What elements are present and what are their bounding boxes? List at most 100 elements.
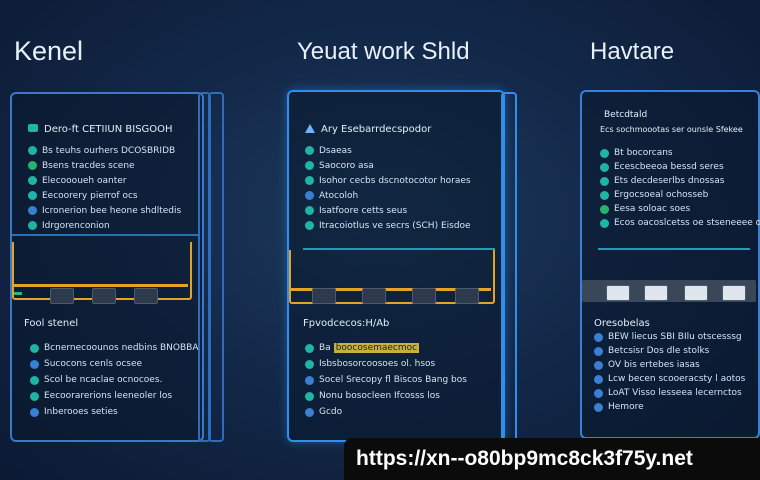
list-item-label: Eesa soloac soes — [614, 204, 691, 214]
slot — [455, 288, 479, 304]
list-item-label: Dsaeas — [319, 145, 352, 156]
bullet-icon — [305, 206, 314, 215]
list-item-label: Eecoorarerions leeneoler los — [44, 391, 173, 401]
bullet-icon — [305, 391, 314, 401]
workshop-section-title: Fpvodcecos:H/Ab — [303, 318, 390, 329]
bullet-icon — [305, 359, 314, 369]
bullet-icon — [305, 375, 314, 385]
hardware-panel — [580, 90, 760, 439]
slot — [312, 288, 336, 304]
slot — [92, 288, 116, 304]
list-item-label: Hemore — [608, 402, 644, 412]
divider — [12, 234, 198, 236]
bullet-icon — [600, 204, 609, 214]
bullet-icon — [594, 374, 603, 384]
bullet-icon — [594, 388, 603, 398]
list-item: Bt bocorcans — [600, 146, 760, 160]
slot — [50, 288, 74, 304]
bullet-icon — [28, 221, 37, 230]
list-item: Gcdo — [305, 404, 467, 420]
list-item-label: Idrgorenconion — [42, 220, 110, 231]
slot — [644, 285, 668, 301]
warning-icon — [305, 124, 315, 133]
bullet-icon — [594, 346, 603, 356]
bullet-icon — [594, 332, 603, 342]
list-item-label: Lcw becen scooeracsty l aotos — [608, 374, 746, 384]
list-item: Ecos oacoslcetss oe stseneeee ons — [600, 216, 760, 230]
list-item: Ergocsoeal ochosseb — [600, 188, 760, 202]
bullet-icon — [30, 391, 39, 401]
bullet-icon — [600, 176, 609, 186]
list-item: Scol be ncaclae ocnocoes. — [30, 372, 199, 388]
bullet-icon — [28, 176, 37, 185]
list-item: Bcnernecoounos nedbins BNOBBA — [30, 340, 199, 356]
bullet-icon — [305, 146, 314, 155]
list-item-label: Itracoiotlus ve secrs (SCH) Eisdoe — [319, 220, 471, 231]
divider — [303, 248, 495, 250]
list-item: Inberooes seties — [30, 404, 199, 420]
bullet-icon — [305, 221, 314, 230]
bullet-icon — [28, 146, 37, 155]
list-item: Ets decdeserlbs dnossas — [600, 174, 760, 188]
kernel-panel-title: Dero-ft CETIIUN BISGOOH — [28, 124, 173, 135]
list-item: Lcw becen scooeracsty l aotos — [594, 372, 745, 386]
bullet-icon — [28, 206, 37, 215]
bullet-icon — [30, 407, 39, 417]
panel-stack-edge — [208, 92, 224, 442]
list-item: Hemore — [594, 400, 745, 414]
list-item-label: Icronerion bee heone shdltedis — [42, 205, 182, 216]
heading-workshop: Yeuat work Shld — [297, 38, 470, 65]
kernel-panel — [10, 92, 204, 442]
bullet-icon — [594, 360, 603, 370]
bullet-icon — [28, 191, 37, 200]
list-item-label: Ba — [319, 343, 331, 353]
highlighted-label: boocosemaecmoc — [333, 343, 420, 353]
list-item-label: Bcnernecoounos nedbins BNOBBA — [44, 343, 199, 353]
bullet-icon — [594, 402, 603, 412]
list-item: LoAT Visso lesseea lecernctos — [594, 386, 745, 400]
bullet-icon — [600, 162, 609, 172]
list-item: Dsaeas — [305, 143, 471, 158]
list-item: Socel Srecopy fl Biscos Bang bos — [305, 372, 467, 388]
list-item-label: Inberooes seties — [44, 407, 118, 417]
list-item-label: Ecescbeeoa bessd seres — [614, 162, 724, 172]
heading-hardware: Havtare — [590, 38, 675, 65]
bullet-icon — [600, 218, 609, 228]
list-item: Eecoorery pierrof ocs — [28, 188, 181, 203]
bullet-icon — [305, 161, 314, 170]
list-item-label: Elecoooueh oanter — [42, 175, 127, 186]
rail-bar — [12, 284, 188, 287]
list-item: BEW liecus SBI BIlu otscesssg — [594, 330, 745, 344]
workshop-panel — [287, 90, 505, 442]
bullet-icon — [28, 161, 37, 170]
list-item: Bsens tracdes scene — [28, 158, 181, 173]
list-item-label: Ergocsoeal ochosseb — [614, 190, 709, 200]
list-item: Saocoro asa — [305, 158, 471, 173]
list-item-label: Saocoro asa — [319, 160, 374, 171]
chip-icon — [28, 124, 38, 132]
list-item-label: Ets decdeserlbs dnossas — [614, 176, 725, 186]
list-item: Ecescbeeoa bessd seres — [600, 160, 760, 174]
slot — [412, 288, 436, 304]
kernel-section-title: Fool stenel — [24, 318, 79, 329]
url-banner: https://xn--o80bp9mc8ck3f75y.net — [344, 438, 760, 480]
list-item: Elecoooueh oanter — [28, 173, 181, 188]
panel-stack-edge — [501, 92, 517, 442]
bullet-icon — [30, 343, 39, 353]
list-item-label: Isbsbosorcoosoes ol. hsos — [319, 359, 436, 369]
heading-kernel: Kenel — [14, 36, 84, 66]
list-item: OV bis ertebes iasas — [594, 358, 745, 372]
list-item: Isbsbosorcoosoes ol. hsos — [305, 356, 467, 372]
workshop-panel-title: Ary Esebarrdecspodor — [305, 124, 431, 135]
list-item: Bs teuhs ourhers DCOSBRIDB — [28, 143, 181, 158]
list-item-label: Bs teuhs ourhers DCOSBRIDB — [42, 145, 176, 156]
list-item: Nonu bosocleen Ifcosss los — [305, 388, 467, 404]
bullet-icon — [305, 191, 314, 200]
bullet-icon — [600, 190, 609, 200]
list-item-label: Bt bocorcans — [614, 148, 673, 158]
list-item-label: LoAT Visso lesseea lecernctos — [608, 388, 742, 398]
divider — [598, 248, 750, 250]
list-item-label: Gcdo — [319, 407, 343, 417]
